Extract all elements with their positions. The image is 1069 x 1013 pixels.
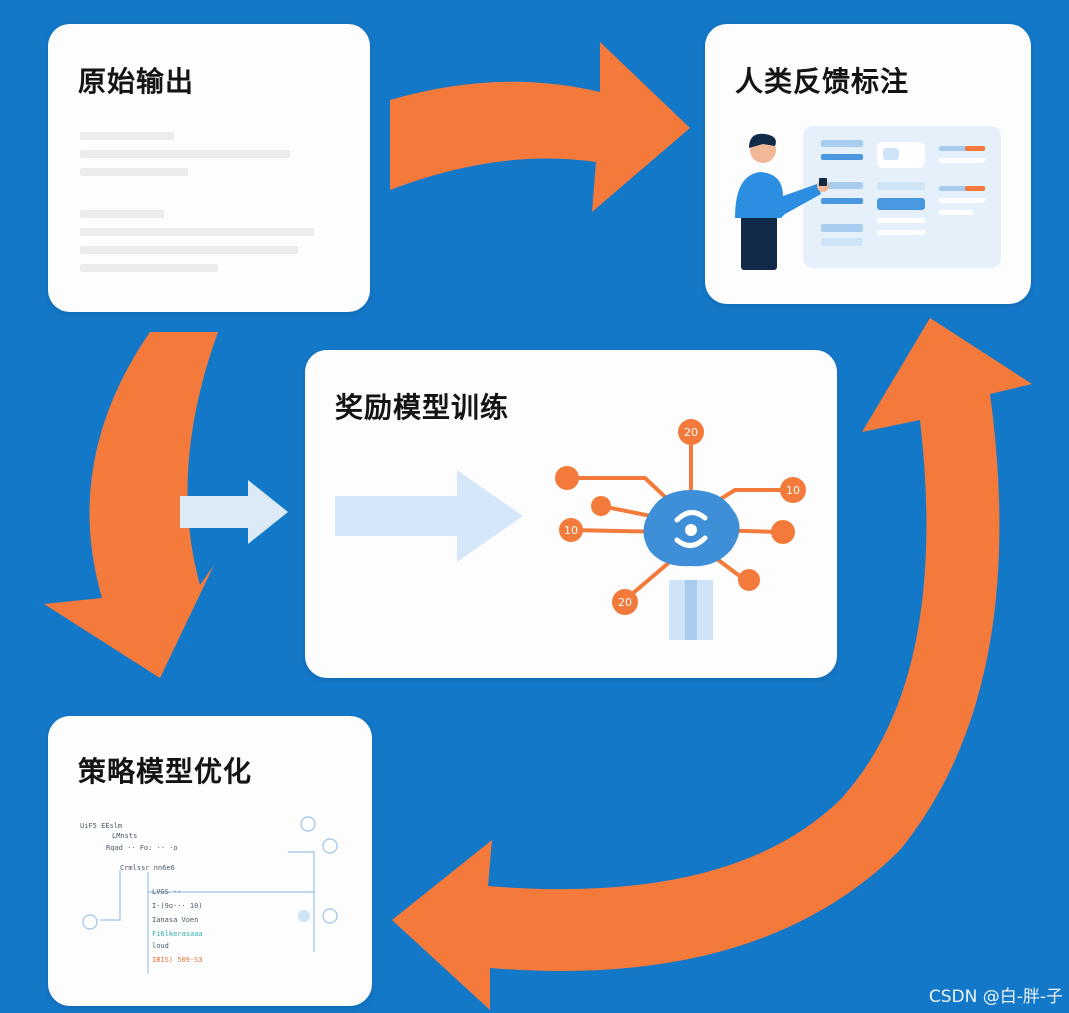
code-flow-diagram — [82, 816, 338, 974]
text-placeholder-line — [80, 246, 298, 254]
watermark: CSDN @白-胖-子 — [928, 987, 1063, 1007]
text-placeholder-line — [80, 150, 290, 158]
policy-optimization-title: 策略模型优化 — [78, 755, 253, 788]
node-label-right: 10 — [786, 484, 800, 497]
node-top — [678, 419, 704, 445]
person-icon — [735, 133, 829, 270]
arrow-to-policy — [44, 332, 218, 678]
code-line: IBIS) 509·S3 — [152, 956, 203, 964]
data-flow-arrow — [335, 470, 523, 562]
node-left — [559, 518, 583, 542]
code-line: LMnsts — [112, 832, 138, 840]
code-line: Fi6lkerasaaa — [152, 930, 203, 938]
node-label-left: 10 — [564, 524, 578, 537]
reward-model-card: 奖励模型训练 20 — [305, 350, 837, 678]
human-feedback-card: 人类反馈标注 — [705, 24, 1031, 304]
node-label-bottom: 20 — [618, 596, 632, 609]
neural-node-diagram: 20 10 10 20 — [555, 419, 806, 640]
node-bottom — [612, 589, 638, 615]
code-line: loud — [152, 942, 169, 950]
code-line: UiF5 EEslm — [80, 822, 123, 830]
raw-output-title: 原始输出 — [78, 65, 195, 98]
node-right-upper — [780, 477, 806, 503]
reward-model-title: 奖励模型训练 — [335, 391, 510, 424]
text-placeholder-line — [80, 210, 164, 218]
text-placeholder-line — [80, 264, 218, 272]
human-feedback-title: 人类反馈标注 — [735, 65, 910, 98]
arrow-to-human-feedback — [390, 42, 690, 212]
code-line: LVGS ·· — [152, 888, 182, 896]
node-right-lower — [738, 569, 760, 591]
code-line: I·(9o··· 10) — [152, 902, 203, 910]
node-right — [771, 520, 795, 544]
text-placeholder-line — [80, 228, 314, 236]
code-line: Ianasa Voen — [152, 916, 199, 924]
raw-output-card: 原始输出 — [48, 24, 370, 312]
node-left-middle — [591, 496, 611, 516]
node-left-upper — [555, 466, 579, 490]
policy-optimization-card: 策略模型优化 UiF5 EEslm LMnsts Rqad ·· Fo: ·· … — [48, 716, 372, 1006]
text-placeholder-line — [80, 168, 188, 176]
annotator-illustration — [735, 126, 1001, 270]
text-placeholder-line — [80, 132, 174, 140]
code-line: Rqad ·· Fo: ·· ·o — [106, 844, 178, 852]
node-label-top: 20 — [684, 426, 698, 439]
input-arrow — [180, 480, 288, 544]
arrow-loop-back — [392, 318, 1032, 1010]
code-line: Crmlssr nn6e6 — [120, 864, 175, 872]
